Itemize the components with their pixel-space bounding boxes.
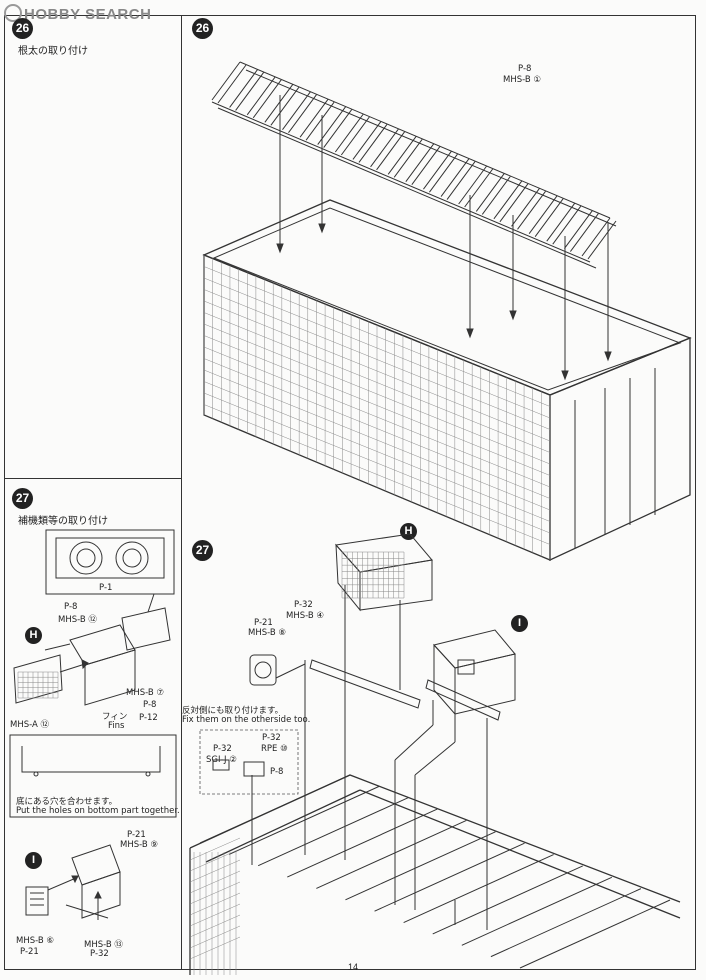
mhsa12-label: MHS-A ⑫ [10, 720, 50, 730]
step-26-badge: 26 [12, 18, 33, 39]
step27-arrows [251, 585, 488, 930]
p1-ref: P-1 [99, 583, 113, 593]
door-bars [574, 368, 656, 548]
h-grille-left [17, 671, 59, 699]
page-border [4, 15, 696, 970]
sgij-p: P-32 [213, 744, 232, 754]
right-i-badge: I [511, 615, 528, 632]
section-divider [4, 478, 181, 479]
mhsb8-p: P-21 [254, 618, 273, 628]
step-26-title: 根太の取り付け [18, 46, 88, 57]
h-assembly-left [13, 607, 171, 706]
i-unit-right [433, 629, 516, 716]
i-mhsb9-p: P-21 [127, 830, 146, 840]
mhsb4-label: MHS-B ④ [286, 611, 325, 621]
rails-right [249, 654, 501, 721]
step-26-p-ref: P-8 [518, 64, 532, 74]
step-27-badge: 27 [12, 488, 33, 509]
i-mhsb6-p: P-21 [20, 947, 39, 957]
p12-ref: P-12 [139, 713, 158, 723]
container-body [202, 199, 692, 562]
page-number: 14 [347, 962, 358, 972]
mhsb12-label: MHS-B ⑫ [58, 615, 97, 625]
i-assembly-left [25, 844, 121, 920]
i-mhsb13-p: P-32 [90, 949, 109, 959]
fins-jp: フィン [102, 712, 128, 722]
mhsb12-p: P-8 [64, 602, 78, 612]
mhsb7-label: MHS-B ⑦ [126, 688, 165, 698]
other-side-jp: 反対側にも取り付けます。 [182, 706, 284, 716]
h-unit-right [335, 533, 433, 612]
step-26-part-ref: MHS-B ① [503, 75, 542, 85]
p8-ref: P-8 [143, 700, 157, 710]
rpe-p: P-32 [262, 733, 281, 743]
i-mhsb9: MHS-B ⑨ [120, 840, 159, 850]
step-26-badge-right: 26 [192, 18, 213, 39]
rpe-label: RPE ⑩ [261, 744, 288, 754]
logo-icon [4, 4, 22, 22]
watermark: HOBBY SEARCH [4, 4, 151, 23]
h-grille-right [341, 551, 405, 599]
mhsb4-p: P-32 [294, 600, 313, 610]
chassis-crossmembers [199, 774, 671, 969]
step-27-title: 補機類等の取り付け [18, 516, 108, 527]
assembly-i-badge: I [25, 852, 42, 869]
other-side-en: Fix them on the otherside too. [182, 715, 311, 725]
rpe-p8: P-8 [270, 767, 284, 777]
small-parts [212, 759, 265, 777]
joist-slats [211, 61, 617, 260]
mhsb8-label: MHS-B ⑧ [248, 628, 287, 638]
right-h-badge: H [400, 523, 417, 540]
column-divider [181, 15, 182, 970]
note-jp: 底にある穴を合わせます。 [16, 797, 118, 807]
fins-en: Fins [108, 721, 125, 731]
note-en: Put the holes on bottom part together. [16, 806, 180, 816]
fan-inset [45, 529, 175, 613]
step26-arrows [276, 95, 612, 381]
i-mhsb13: MHS-B ⑬ [84, 940, 123, 950]
chassis-ribs [189, 837, 241, 975]
joist-frame [211, 61, 617, 269]
chassis-frame [189, 774, 681, 975]
i-mhsb6: MHS-B ⑥ [16, 936, 55, 946]
detail-dashed-box [199, 729, 299, 795]
assembly-h-badge: H [25, 627, 42, 644]
container-ribs [203, 255, 551, 560]
step-27-badge-right: 27 [192, 540, 213, 561]
note-box [9, 734, 177, 818]
